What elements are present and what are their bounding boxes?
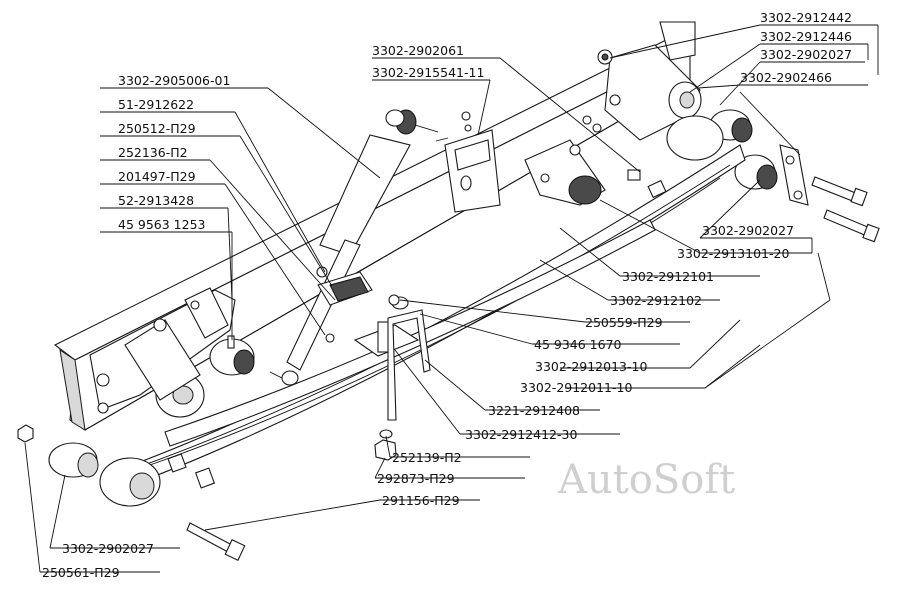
label-3302-2913101-20: 3302-2913101-20 [677, 246, 789, 261]
rear-bracket [582, 44, 702, 141]
part-labels: 3302-2912442 3302-2912446 3302-2902027 3… [42, 10, 852, 580]
label-3302-2912412-30: 3302-2912412-30 [465, 427, 577, 442]
label-3302-2902466: 3302-2902466 [740, 70, 832, 85]
rear-bushings [666, 109, 778, 190]
label-3302-2912011-10: 3302-2912011-10 [520, 380, 632, 395]
shackle-plate [779, 144, 809, 206]
label-250512-p29: 250512-П29 [118, 121, 196, 136]
leader-lines [24, 24, 879, 573]
watermark: AutoSoft [557, 457, 735, 503]
label-3302-2902027-bottom: 3302-2902027 [62, 541, 154, 556]
label-252136-p2: 252136-П2 [118, 145, 188, 160]
label-250561-p29: 250561-П29 [42, 565, 120, 580]
label-252139-p2: 252139-П2 [392, 450, 462, 465]
label-45-9563-1253: 45 9563 1253 [118, 217, 205, 232]
upper-shock-bracket [435, 111, 501, 213]
middle-hanger-bracket [524, 139, 606, 206]
label-3302-2912102: 3302-2912102 [610, 293, 702, 308]
bump-stop-left [209, 335, 255, 376]
label-3302-2902027-top: 3302-2902027 [760, 47, 852, 62]
label-292873-p29: 292873-П29 [377, 471, 455, 486]
spring-nuts [374, 429, 397, 461]
label-3221-2912408: 3221-2912408 [488, 403, 580, 418]
label-3302-2912013-10: 3302-2912013-10 [535, 359, 647, 374]
label-3302-2905006-01: 3302-2905006-01 [118, 73, 230, 88]
label-3302-2912442: 3302-2912442 [760, 10, 852, 25]
spring-clamp [353, 294, 431, 421]
front-bushing [17, 424, 99, 478]
label-52-2913428: 52-2913428 [118, 193, 194, 208]
label-201497-p29: 201497-П29 [118, 169, 196, 184]
label-45-9346-1670: 45 9346 1670 [534, 337, 622, 352]
label-3302-2902061: 3302-2902061 [372, 43, 464, 58]
front-bolt [186, 522, 246, 561]
label-51-2912622: 51-2912622 [118, 97, 194, 112]
leaf-spring [99, 144, 746, 507]
label-3302-2912101: 3302-2912101 [622, 269, 714, 284]
label-250559-p29: 250559-П29 [585, 315, 663, 330]
label-3302-2912446: 3302-2912446 [760, 29, 852, 44]
label-291156-p29: 291156-П29 [382, 493, 460, 508]
label-3302-2902027-mid: 3302-2902027 [702, 223, 794, 238]
label-3302-2915541-11: 3302-2915541-11 [372, 65, 484, 80]
front-bracket [89, 287, 236, 418]
shock-absorber [269, 109, 439, 386]
rear-bolts [811, 176, 880, 243]
